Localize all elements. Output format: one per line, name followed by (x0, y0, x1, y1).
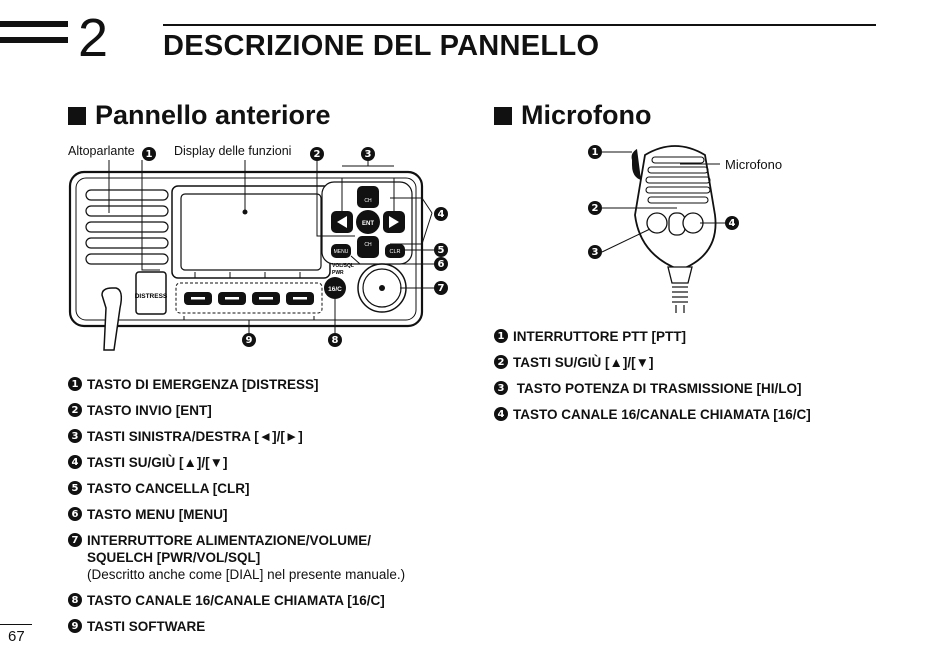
distress-cover (135, 271, 167, 315)
chapter-number: 2 (78, 8, 109, 68)
lcd-screen (180, 193, 322, 271)
mic-callout-1: 1 (588, 145, 602, 159)
menu-key-label: MENU (334, 249, 349, 255)
ent-key (356, 210, 380, 234)
pwr-label: PWR (332, 270, 344, 276)
clr-key-label: CLR (389, 249, 400, 255)
vol-sql-label: VOL/SQL (332, 263, 354, 269)
ch-up-key (357, 186, 379, 208)
callout-leaders (108, 158, 438, 333)
mic-callout-3: 3 (588, 245, 602, 259)
mic-grille (645, 156, 711, 204)
page-number: 67 (8, 628, 25, 645)
cable-strain-relief (667, 266, 693, 284)
square-bullet-icon (68, 106, 86, 125)
ch16-key (324, 277, 346, 299)
ptt-switch (631, 149, 641, 180)
soft-keys-outline (175, 282, 323, 314)
legend-note: (Descritto anche come [DIAL] nel present… (87, 567, 406, 582)
mic-callout-4: 4 (725, 216, 739, 230)
microphone-illustration (601, 145, 726, 313)
callout-5: 5 (434, 243, 448, 257)
chapter-title: DESCRIZIONE DEL PANNELLO (163, 30, 600, 62)
callout-3: 3 (361, 147, 375, 161)
callout-9: 9 (242, 333, 256, 347)
mic-callout-leaders (601, 151, 726, 253)
callout-6: 6 (434, 257, 448, 271)
display-frame (171, 185, 331, 279)
callout-1: 1 (142, 147, 156, 161)
header-rule (163, 24, 876, 26)
callout-8: 8 (328, 333, 342, 347)
mic-label: Microfono (725, 157, 783, 172)
mic-cable (101, 287, 123, 351)
speaker-grille (85, 189, 169, 265)
menu-key (331, 244, 351, 258)
hilo-key (646, 212, 668, 234)
front-panel-illustration: DISTRESS CH CH ENT MENU CLR VOL/SQL PWR … (68, 158, 438, 351)
legend-item: 3 TASTO POTENZA DI TRASMISSIONE [HI/LO] (494, 380, 894, 397)
callout-7: 7 (434, 281, 448, 295)
microphone-heading: Microfono (494, 100, 651, 131)
page-number-rule (0, 624, 32, 625)
display-label: Display delle funzioni (174, 144, 292, 158)
ch-down-key (357, 236, 379, 258)
front-panel-heading-text: Pannello anteriore (95, 100, 331, 130)
microphone-heading-text: Microfono (521, 100, 652, 130)
ch-down-key-label: CH (364, 242, 372, 248)
callout-4: 4 (434, 207, 448, 221)
ent-key-label: ENT (362, 221, 374, 227)
square-bullet-icon (494, 106, 512, 125)
ch16-key-label: 16/C (328, 286, 342, 293)
speaker-label: Altoparlante (68, 144, 135, 158)
display-callout-dot (242, 209, 248, 215)
ch-up-key-label: CH (364, 198, 372, 204)
radio-body (68, 170, 424, 328)
clr-key (385, 244, 405, 258)
front-panel-heading: Pannello anteriore (68, 100, 331, 131)
distress-key-label: DISTRESS (135, 293, 168, 300)
callout-2: 2 (310, 147, 324, 161)
mic-callout-2: 2 (588, 201, 602, 215)
chapter-bar-bottom (0, 37, 68, 43)
chapter-bar-top (0, 21, 68, 27)
